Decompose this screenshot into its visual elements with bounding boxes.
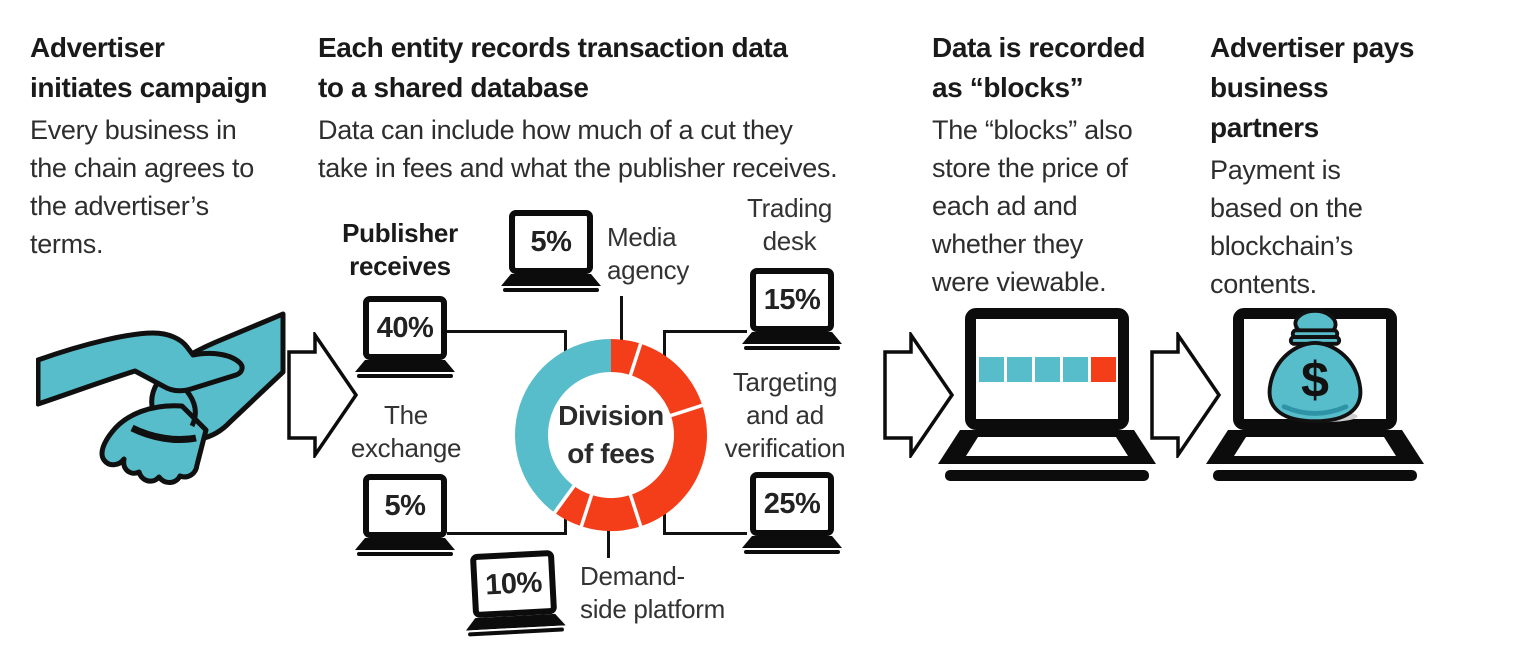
- block-square: [978, 356, 1004, 382]
- connector-targeting-v: [663, 512, 666, 535]
- step3-body: The “blocks” also store the price of eac…: [932, 115, 1133, 297]
- laptop-demand-screen: 10%: [469, 549, 558, 619]
- flow-arrow-3: [1150, 332, 1222, 458]
- laptop-base-icon: [742, 332, 842, 350]
- demand-side-platform-label: Demand- side platform: [580, 561, 725, 624]
- step2-heading: Each entity records transaction data to …: [318, 32, 788, 103]
- donut-chart: [515, 339, 707, 531]
- laptop-trading-desk: 15%: [742, 268, 842, 351]
- connector-publisher-v: [564, 330, 567, 352]
- block-square: [1062, 356, 1088, 382]
- handshake-illustration: [36, 311, 286, 485]
- payment-screen: $: [1233, 308, 1397, 430]
- step3-heading: Data is recorded as “blocks”: [932, 32, 1146, 103]
- block-square: [1006, 356, 1032, 382]
- flow-arrow-1: [287, 332, 359, 458]
- laptop-base-icon: [1206, 430, 1424, 481]
- step1-heading: Advertiser initiates campaign: [30, 32, 268, 103]
- dollar-sign: $: [1301, 352, 1329, 408]
- exchange-percent: 5%: [384, 489, 426, 522]
- donut-segment: [630, 405, 707, 527]
- media-agency-percent: 5%: [530, 225, 572, 258]
- connector-trading-v: [663, 330, 666, 358]
- laptop-targeting-screen: 25%: [750, 472, 834, 536]
- blockchain-screen: [965, 308, 1129, 430]
- block-square: [1090, 356, 1116, 382]
- connector-exchange-v: [564, 517, 567, 535]
- laptop-payment: $: [1206, 308, 1424, 482]
- connector-exchange-h: [447, 532, 567, 535]
- connector-media-v: [620, 296, 623, 342]
- laptop-base-icon: [501, 274, 601, 292]
- trading-desk-percent: 15%: [763, 283, 821, 316]
- step2-column: Each entity records transaction data to …: [318, 28, 838, 187]
- laptop-targeting: 25%: [742, 472, 842, 555]
- laptop-base-icon: [938, 430, 1156, 481]
- step4-body: Payment is based on the blockchain’s con…: [1210, 155, 1363, 299]
- step1-body: Every business in the chain agrees to th…: [30, 115, 254, 259]
- laptop-publisher-screen: 40%: [363, 296, 447, 360]
- division-of-fees-donut: [511, 335, 711, 535]
- laptop-base-icon: [355, 538, 455, 556]
- step1-column: Advertiser initiates campaign Every busi…: [30, 28, 267, 263]
- donut-center-label: Division of fees: [558, 400, 664, 469]
- laptop-exchange: 5%: [355, 474, 455, 557]
- demand-side-percent: 10%: [484, 566, 543, 601]
- blockchain-blocks: [978, 356, 1116, 382]
- donut-segment: [630, 343, 703, 416]
- media-agency-label: Media agency: [607, 222, 690, 285]
- laptop-base-icon: [355, 360, 455, 378]
- exchange-label: The exchange: [350, 400, 462, 463]
- laptop-media-agency: 5%: [501, 210, 601, 293]
- laptop-base-icon: [465, 613, 566, 637]
- laptop-blockchain: [938, 308, 1156, 482]
- step2-body: Data can include how much of a cut they …: [318, 115, 838, 183]
- flow-arrow-2: [883, 332, 955, 458]
- laptop-base-icon: [742, 536, 842, 554]
- handshake-left-arm: [36, 330, 245, 407]
- connector-targeting-h: [663, 532, 747, 535]
- publisher-percent: 40%: [376, 311, 434, 344]
- money-bag-icon: $: [1267, 310, 1363, 424]
- step4-heading: Advertiser pays business partners: [1210, 32, 1415, 143]
- connector-trading-h: [663, 330, 747, 333]
- connector-demand-v: [607, 530, 610, 558]
- targeting-verification-label: Targeting and ad verification: [724, 367, 846, 463]
- donut-segment: [581, 494, 641, 531]
- laptop-trading-screen: 15%: [750, 268, 834, 332]
- donut-segment: [515, 339, 611, 513]
- connector-publisher-h: [447, 330, 567, 333]
- trading-desk-label: Trading desk: [746, 193, 833, 256]
- block-square: [1034, 356, 1060, 382]
- donut-segment: [554, 485, 592, 527]
- step4-column: Advertiser pays business partners Paymen…: [1210, 28, 1415, 303]
- step3-column: Data is recorded as “blocks” The “blocks…: [932, 28, 1145, 301]
- laptop-publisher: 40%: [355, 296, 455, 379]
- laptop-demand-side: 10%: [462, 549, 566, 637]
- laptop-media-screen: 5%: [509, 210, 593, 274]
- handshake-bottom-fingers: [99, 403, 209, 485]
- laptop-exchange-screen: 5%: [363, 474, 447, 538]
- publisher-receives-label: Publisher receives: [342, 218, 458, 281]
- targeting-percent: 25%: [763, 487, 821, 520]
